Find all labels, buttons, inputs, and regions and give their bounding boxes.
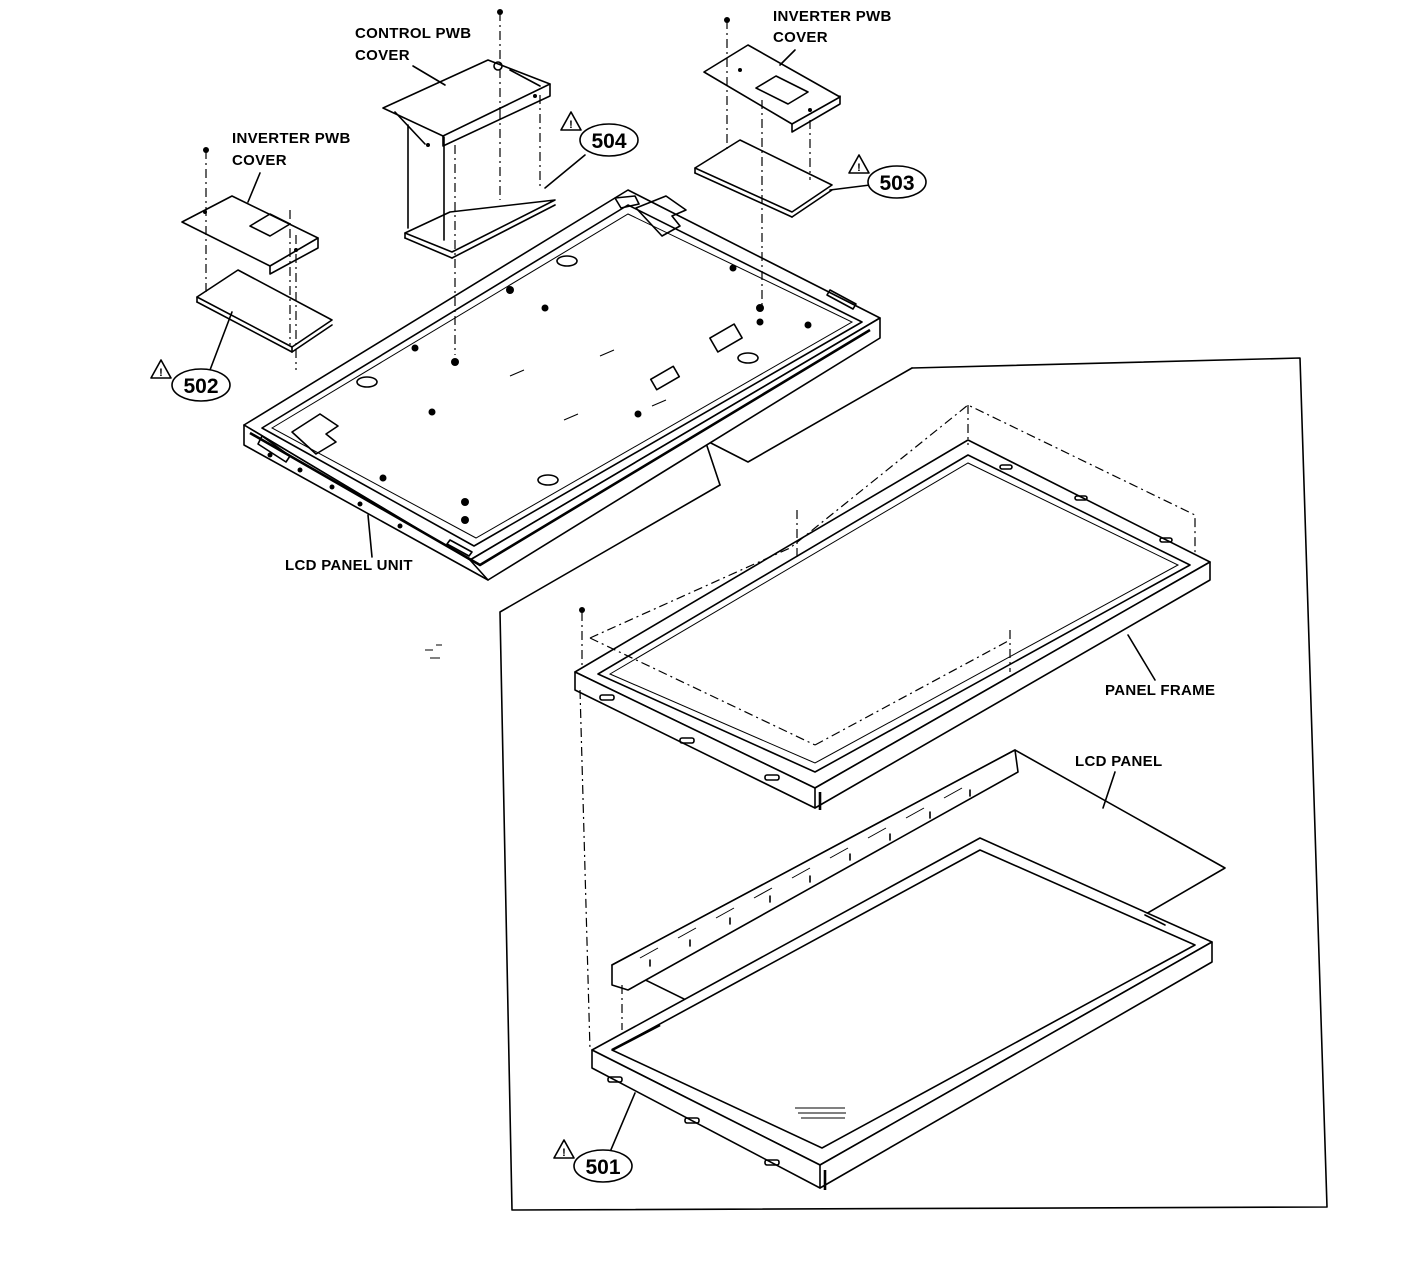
warning-icon: ! [560,111,582,131]
control-pwb [404,199,556,259]
svg-text:CONTROL PWB: CONTROL PWB [355,25,471,42]
control-pwb-cover [382,59,551,241]
label-inverter-pwb-cover-left: INVERTER PWB COVER [232,130,351,169]
label-panel-frame: PANEL FRAME [1105,682,1215,699]
screw-icons [203,9,730,153]
lcd-panel-unit [243,189,881,581]
svg-text:!: ! [159,367,163,379]
svg-text:503: 503 [879,172,914,195]
inverter-pwb-cover-right [703,44,841,133]
inverter-pwb-cover-left [181,195,319,275]
label-control-pwb-cover: CONTROL PWB COVER [355,25,471,64]
back-frame [591,837,1213,1190]
svg-text:!: ! [569,119,573,131]
svg-text:COVER: COVER [355,47,410,64]
svg-text:COVER: COVER [773,29,828,46]
callout-501: 501 ! [553,1092,636,1183]
svg-text:502: 502 [183,375,218,398]
svg-text:504: 504 [591,130,626,153]
label-lcd-panel: LCD PANEL [1075,753,1162,770]
svg-text:INVERTER PWB: INVERTER PWB [773,8,892,25]
warning-icon: ! [848,154,870,174]
callout-503: 503 ! [829,154,927,199]
label-inverter-pwb-cover-right: INVERTER PWB COVER [773,8,892,46]
warning-icon: ! [553,1139,575,1159]
enclosure-leader [704,367,913,486]
callout-504: 504 ! [544,111,639,189]
svg-text:INVERTER PWB: INVERTER PWB [232,130,351,147]
callout-502: 502 ! [150,311,233,402]
svg-text:!: ! [857,162,861,174]
warning-icon: ! [150,359,172,379]
svg-text:501: 501 [585,1156,620,1179]
inverter-pwb-right [694,139,833,218]
subassembly-enclosure [499,357,1328,1211]
label-lcd-panel-unit: LCD PANEL UNIT [285,557,413,574]
inverter-pwb-left [196,269,333,353]
panel-frame [574,439,1211,810]
svg-text:!: ! [562,1147,566,1159]
svg-text:COVER: COVER [232,152,287,169]
